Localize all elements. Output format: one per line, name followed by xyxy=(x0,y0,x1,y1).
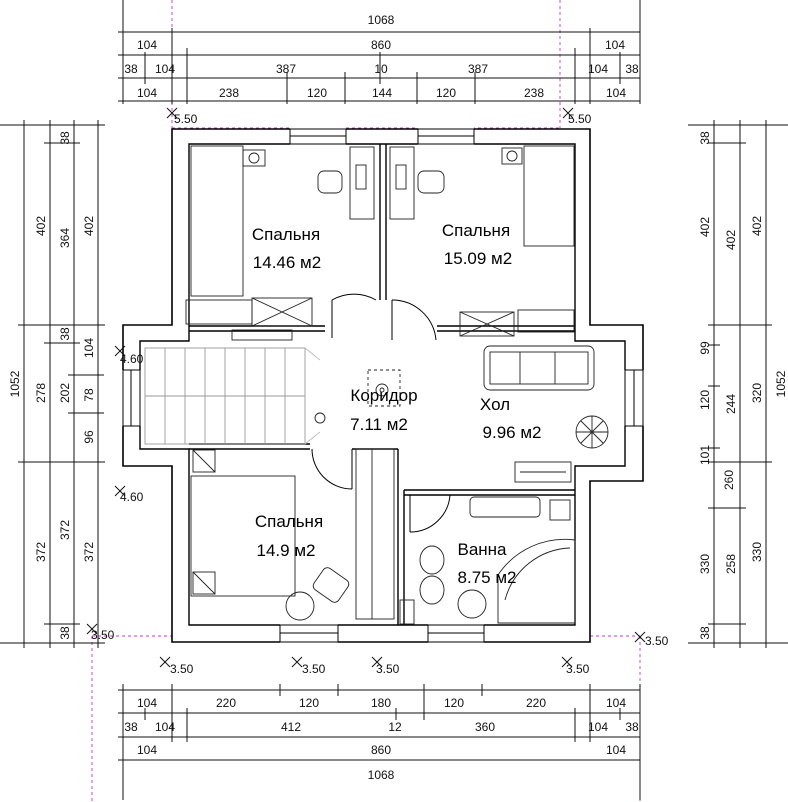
dim-left: 38 xyxy=(58,131,72,145)
dim-left: 372 xyxy=(82,542,96,562)
dim-bottom: 104 xyxy=(588,720,608,734)
dimensions-right: 38 402 99 120 101 260 330 38 402 244 258… xyxy=(688,120,788,648)
dim-bottom: 860 xyxy=(371,743,391,757)
dim-left: 38 xyxy=(58,327,72,341)
dim-bottom: 120 xyxy=(444,696,464,710)
dim-right: 120 xyxy=(698,390,712,410)
dim-bottom-total: 1068 xyxy=(368,768,395,782)
dim-bottom: 104 xyxy=(606,696,626,710)
level-mark: 3.50 xyxy=(170,662,194,676)
dim-right: 320 xyxy=(750,383,764,403)
level-mark: 4.60 xyxy=(120,490,144,504)
dim-bottom: 104 xyxy=(137,696,157,710)
dim-left: 402 xyxy=(82,216,96,236)
dim-left: 104 xyxy=(82,338,96,358)
dim-left: 402 xyxy=(34,216,48,236)
level-mark: 3.50 xyxy=(645,634,669,648)
dim-right: 260 xyxy=(722,470,736,490)
dim-bottom: 120 xyxy=(299,696,319,710)
dim-right: 38 xyxy=(698,626,712,640)
dim-top: 104 xyxy=(137,86,157,100)
dim-bottom: 360 xyxy=(475,720,495,734)
dim-top: 144 xyxy=(372,86,392,100)
dim-right: 402 xyxy=(724,230,738,250)
dim-left: 372 xyxy=(34,542,48,562)
room-name-bedroom-1: Спальня xyxy=(252,225,320,244)
dim-top: 104 xyxy=(606,86,626,100)
doors xyxy=(311,293,451,533)
room-area-hall: 9.96 м2 xyxy=(483,423,542,442)
dim-right-total: 1052 xyxy=(774,370,788,397)
dim-left: 78 xyxy=(82,388,96,402)
dim-bottom: 12 xyxy=(388,720,402,734)
furniture xyxy=(185,145,609,625)
dim-top: 38 xyxy=(124,62,138,76)
level-mark: 3.50 xyxy=(566,662,590,676)
staircase xyxy=(144,347,321,445)
level-markers: 5.50 5.50 4.60 4.60 3.50 3.50 3.50 3.50 … xyxy=(86,107,669,676)
dim-top: 120 xyxy=(307,86,327,100)
room-labels: Спальня 14.46 м2 Спальня 15.09 м2 Коридо… xyxy=(252,221,542,587)
dim-top: 104 xyxy=(155,62,175,76)
dim-top-total: 1068 xyxy=(368,13,395,27)
room-name-bathroom: Ванна xyxy=(457,540,507,559)
dim-left: 202 xyxy=(58,383,72,403)
dim-right: 330 xyxy=(750,542,764,562)
dim-top: 238 xyxy=(524,86,544,100)
level-mark: 3.50 xyxy=(91,628,115,642)
dim-top: 387 xyxy=(276,62,296,76)
room-name-bedroom-3: Спальня xyxy=(255,512,323,531)
room-area-corridor: 7.11 м2 xyxy=(350,415,408,434)
dim-right: 258 xyxy=(724,554,738,574)
room-area-bedroom-3: 14.9 м2 xyxy=(257,541,316,560)
dim-left: 372 xyxy=(58,520,72,540)
dim-top: 120 xyxy=(436,86,456,100)
dim-right: 38 xyxy=(698,131,712,145)
dim-bottom: 38 xyxy=(124,720,138,734)
dim-top: 104 xyxy=(137,38,157,52)
dim-top: 860 xyxy=(371,38,391,52)
room-area-bedroom-1: 14.46 м2 xyxy=(253,253,321,272)
dim-left: 278 xyxy=(34,383,48,403)
level-mark: 3.50 xyxy=(302,662,326,676)
dimensions-top: 1068 104 860 104 38 104 387 10 387 104 3… xyxy=(118,0,641,104)
dim-right: 244 xyxy=(724,394,738,414)
level-mark: 5.50 xyxy=(174,112,198,126)
dim-bottom: 104 xyxy=(155,720,175,734)
dim-right: 99 xyxy=(698,341,712,355)
room-name-corridor: Коридор xyxy=(350,386,417,405)
dim-bottom: 220 xyxy=(526,696,546,710)
room-name-bedroom-2: Спальня xyxy=(442,221,510,240)
dim-top: 238 xyxy=(219,86,239,100)
dim-bottom: 180 xyxy=(371,696,391,710)
dim-left: 364 xyxy=(58,228,72,248)
level-mark: 5.50 xyxy=(568,112,592,126)
room-area-bedroom-2: 15.09 м2 xyxy=(444,249,512,268)
dim-bottom: 38 xyxy=(625,720,639,734)
dim-top: 38 xyxy=(625,62,639,76)
dim-bottom: 220 xyxy=(216,696,236,710)
dim-left: 38 xyxy=(58,626,72,640)
level-mark: 3.50 xyxy=(376,662,400,676)
dim-bottom: 412 xyxy=(281,720,301,734)
dim-bottom: 104 xyxy=(137,743,157,757)
dim-top: 104 xyxy=(605,38,625,52)
room-area-bathroom: 8.75 м2 xyxy=(458,568,517,587)
dim-top: 10 xyxy=(374,62,388,76)
level-mark: 4.60 xyxy=(120,352,144,366)
dimensions-bottom: 104 220 120 180 120 220 104 38 104 412 1… xyxy=(118,684,641,800)
dim-right: 330 xyxy=(698,554,712,574)
room-name-hall: Хол xyxy=(480,395,510,414)
dim-top: 387 xyxy=(468,62,488,76)
dim-bottom: 104 xyxy=(606,743,626,757)
dim-left: 96 xyxy=(82,430,96,444)
dim-right: 402 xyxy=(698,217,712,237)
dim-left-total: 1052 xyxy=(8,370,22,397)
dimensions-left: 1052 402 278 372 38 364 38 202 372 38 40… xyxy=(0,120,105,648)
dim-top: 104 xyxy=(588,62,608,76)
dim-right: 402 xyxy=(750,216,764,236)
dim-right: 101 xyxy=(698,445,712,465)
